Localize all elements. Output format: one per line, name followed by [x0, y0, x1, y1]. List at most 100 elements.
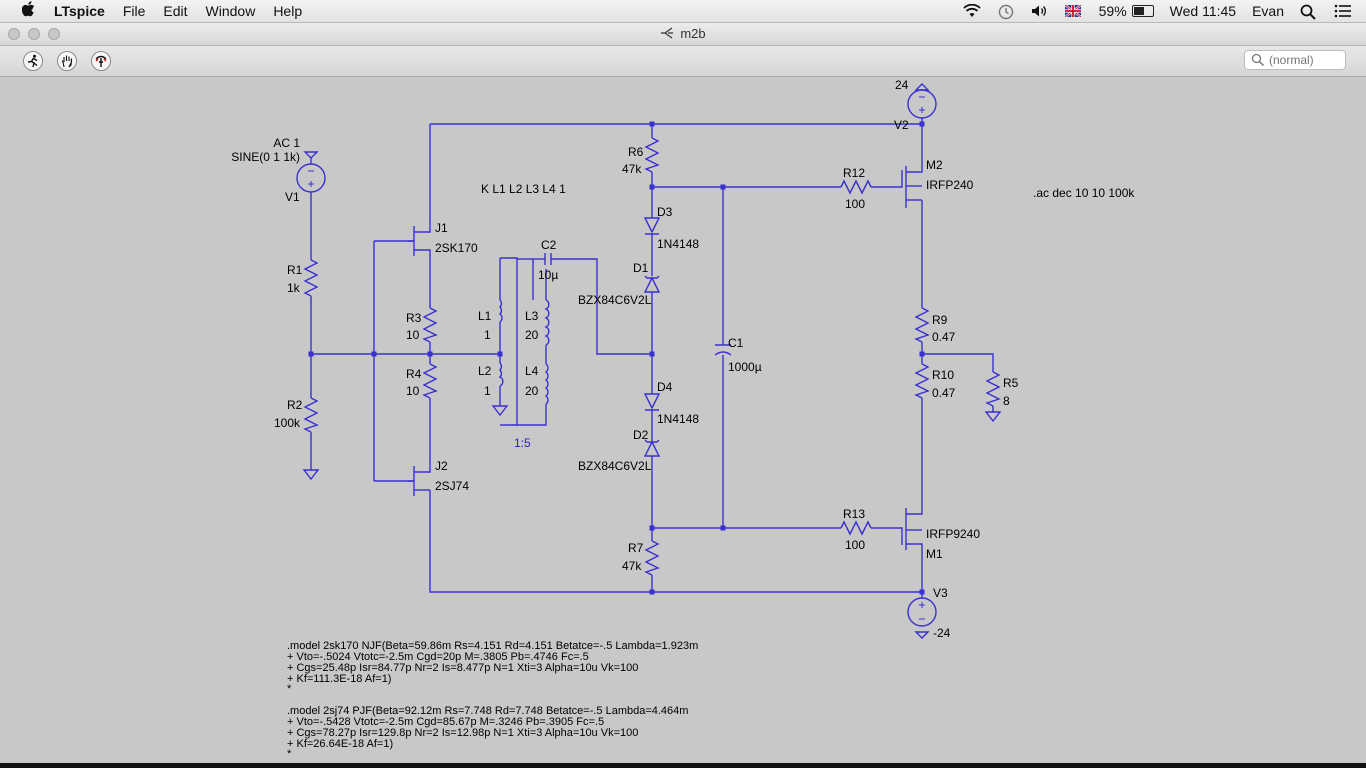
running-man-icon — [27, 54, 38, 68]
r10-resistor — [914, 363, 930, 399]
m1-name: M1 — [926, 547, 943, 561]
j1-model: 2SK170 — [435, 241, 478, 255]
l4-value: 20 — [525, 384, 539, 398]
ac-analysis-directive: .ac dec 10 10 100k — [1033, 186, 1135, 200]
v2-name: V2 — [894, 118, 909, 132]
r7-value: 47k — [622, 559, 642, 573]
r1-resistor — [303, 259, 319, 297]
v3-value: -24 — [933, 626, 951, 640]
ground-r5 — [984, 411, 1002, 423]
clock[interactable]: Wed 11:45 — [1169, 3, 1237, 19]
coupling-directive: K L1 L2 L3 L4 1 — [481, 182, 566, 196]
menu-file[interactable]: File — [122, 3, 146, 19]
probe-button[interactable] — [91, 51, 111, 71]
search-box[interactable] — [1244, 50, 1346, 70]
v2-value: 24 — [895, 78, 909, 92]
run-button[interactable] — [23, 51, 43, 71]
l3-value: 20 — [525, 328, 539, 342]
d3-diode — [643, 217, 661, 235]
menu-help[interactable]: Help — [273, 3, 303, 19]
spotlight-search-icon[interactable] — [1300, 4, 1318, 20]
j1-name: J1 — [435, 221, 448, 235]
v1-ac-label: AC 1 — [273, 136, 300, 150]
apple-menu-icon[interactable] — [18, 0, 40, 22]
component-labels: AC 1 SINE(0 1 1k) V1 R1 1k R2 100k J1 2S… — [231, 78, 1135, 640]
schematic-canvas[interactable]: AC 1 SINE(0 1 1k) V1 R1 1k R2 100k J1 2S… — [0, 77, 1366, 768]
v1-sine-label: SINE(0 1 1k) — [231, 150, 300, 164]
model-line: + Cgs=78.27p Isr=129.8p Nr=2 Is=12.98p N… — [287, 727, 638, 739]
wifi-icon[interactable] — [962, 3, 981, 18]
r13-name: R13 — [843, 507, 865, 521]
model-line: + Kf=26.64E-18 Af=1) — [287, 738, 393, 750]
r12-value: 100 — [845, 197, 865, 211]
d4-diode — [643, 393, 661, 411]
m1-mosfet — [895, 508, 923, 556]
d1-model: BZX84C6V2L — [578, 293, 652, 307]
probe-icon — [95, 55, 107, 67]
schematic-doc-icon — [661, 27, 674, 39]
r3-name: R3 — [406, 311, 422, 325]
c1-capacitor — [714, 344, 732, 356]
c1-name: C1 — [728, 336, 744, 350]
user-name[interactable]: Evan — [1252, 3, 1284, 19]
d3-name: D3 — [657, 205, 673, 219]
r1-name: R1 — [287, 263, 303, 277]
d2-zener — [643, 439, 661, 457]
r6-value: 47k — [622, 162, 642, 176]
j2-jfet — [408, 456, 431, 496]
m2-mosfet — [895, 158, 923, 208]
r6-resistor — [644, 137, 660, 173]
notification-center-icon[interactable] — [1334, 4, 1352, 18]
pan-button[interactable] — [57, 51, 77, 71]
menu-edit[interactable]: Edit — [163, 3, 188, 19]
time-machine-icon[interactable] — [997, 4, 1015, 20]
zoom-button[interactable] — [48, 28, 60, 40]
c1-value: 1000µ — [728, 360, 762, 374]
volume-icon[interactable] — [1031, 4, 1049, 18]
d4-name: D4 — [657, 380, 673, 394]
uk-flag-icon[interactable] — [1063, 4, 1083, 18]
r13-value: 100 — [845, 538, 865, 552]
toolbar — [0, 46, 1366, 77]
ground-r2 — [302, 469, 320, 481]
v3-source — [907, 597, 937, 639]
turns-ratio: 1:5 — [514, 436, 531, 450]
menu-ltspice[interactable]: LTspice — [54, 3, 105, 19]
window-titlebar: m2b — [0, 23, 1366, 46]
minimize-button[interactable] — [28, 28, 40, 40]
search-input[interactable] — [1269, 53, 1339, 67]
wires — [310, 118, 994, 598]
battery-level — [1133, 7, 1144, 15]
r3-resistor — [422, 307, 438, 343]
r12-resistor — [840, 179, 872, 195]
v2-source — [907, 83, 937, 119]
d2-name: D2 — [633, 428, 649, 442]
d3-model: 1N4148 — [657, 237, 699, 251]
d1-name: D1 — [633, 261, 649, 275]
r1-value: 1k — [287, 281, 301, 295]
v1-name: V1 — [285, 190, 300, 204]
schematic-drawing[interactable]: AC 1 SINE(0 1 1k) V1 R1 1k R2 100k J1 2S… — [0, 77, 1366, 768]
j2-name: J2 — [435, 459, 448, 473]
menu-window[interactable]: Window — [205, 3, 256, 19]
window-title-text: m2b — [680, 26, 706, 41]
junctions — [308, 121, 925, 595]
source-polarity-marks — [308, 96, 925, 620]
model-line: + Kf=111.3E-18 Af=1) — [287, 673, 391, 685]
r9-resistor — [914, 307, 930, 343]
l1-inductor — [498, 299, 503, 323]
hand-icon — [61, 55, 73, 68]
m2-model: IRFP240 — [926, 178, 974, 192]
r9-value: 0.47 — [932, 330, 956, 344]
d1-zener — [643, 275, 661, 293]
close-button[interactable] — [8, 28, 20, 40]
model-line: + Vto=-.5428 Vtotc=-2.5m Cgd=85.67p M=.3… — [287, 716, 604, 728]
r4-value: 10 — [406, 384, 420, 398]
j1-jfet — [408, 220, 431, 257]
r5-resistor — [985, 371, 1001, 407]
components — [296, 83, 1002, 639]
d4-model: 1N4148 — [657, 412, 699, 426]
battery-status[interactable]: 59% — [1099, 3, 1154, 19]
l2-value: 1 — [484, 384, 491, 398]
c2-value: 10µ — [538, 268, 558, 282]
